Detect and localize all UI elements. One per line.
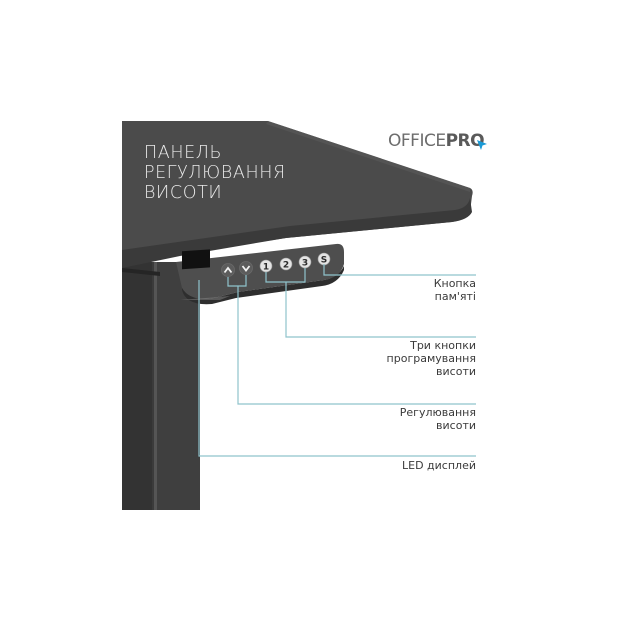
control-panel bbox=[176, 243, 344, 305]
preset-2-button[interactable]: 2 bbox=[279, 257, 293, 271]
page-title: ПАНЕЛЬ РЕГУЛЮВАННЯ ВИСОТИ bbox=[144, 143, 286, 203]
svg-text:2: 2 bbox=[283, 261, 289, 271]
svg-text:3: 3 bbox=[302, 259, 308, 269]
panel-buttons: 1 2 3 S bbox=[221, 252, 331, 277]
callout-led-display: LED дисплей bbox=[402, 459, 476, 472]
chevron-up-icon bbox=[223, 266, 233, 274]
chevron-down-icon bbox=[241, 265, 251, 272]
down-button[interactable] bbox=[239, 261, 253, 275]
cursor-icon bbox=[477, 140, 488, 150]
title-line: ВИСОТИ bbox=[144, 183, 223, 203]
title-line: ПАНЕЛЬ bbox=[144, 143, 223, 163]
svg-text:1: 1 bbox=[263, 263, 269, 273]
leader-presets bbox=[285, 282, 476, 338]
callout-memory-button: Кнопка пам'яті bbox=[433, 277, 476, 303]
preset-1-button[interactable]: 1 bbox=[259, 259, 273, 273]
leader-height bbox=[237, 286, 476, 405]
leader-height-bracket bbox=[227, 275, 247, 287]
leader-led bbox=[198, 280, 476, 457]
memory-button[interactable]: S bbox=[317, 252, 331, 266]
callout-height-adjust: Регулювання висоти bbox=[399, 406, 476, 432]
svg-text:S: S bbox=[321, 256, 327, 266]
logo-light-text: OFFICE bbox=[388, 131, 446, 151]
up-button[interactable] bbox=[221, 263, 235, 277]
leader-memory bbox=[323, 264, 476, 276]
desk-leg bbox=[122, 262, 200, 510]
led-display bbox=[182, 249, 210, 270]
leader-lines bbox=[198, 264, 476, 457]
brand-logo: OFFICEPRO bbox=[388, 131, 488, 151]
preset-3-button[interactable]: 3 bbox=[298, 255, 312, 269]
logo-bold-text: PRO bbox=[445, 131, 485, 151]
callout-presets: Три кнопки програмування висоти bbox=[386, 339, 476, 378]
title-line: РЕГУЛЮВАННЯ bbox=[144, 163, 286, 183]
